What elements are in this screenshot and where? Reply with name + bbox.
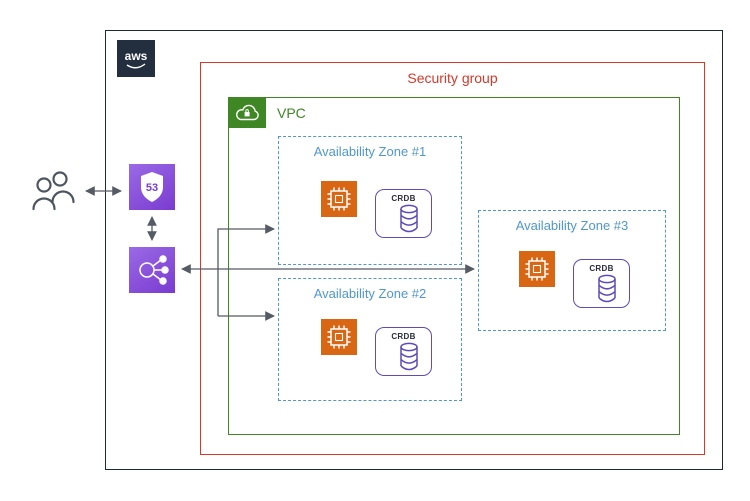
crdb-label: CRDB (589, 264, 614, 273)
aws-cloud-container (105, 30, 723, 470)
security-group-label: Security group (407, 70, 498, 86)
aws-logo-icon: aws (125, 49, 148, 69)
database-cylinder-icon (400, 342, 418, 371)
ec2-chip-icon (327, 325, 351, 349)
vpc-icon (228, 97, 266, 128)
az1-label: Availability Zone #1 (313, 144, 427, 159)
elastic-load-balancer-icon (139, 255, 169, 285)
database-cylinder-icon (400, 204, 418, 233)
lock-body (244, 111, 250, 116)
availability-zone-1: Availability Zone #1 CRDB (278, 136, 462, 265)
route53-badge: 53 (146, 182, 158, 194)
route53-icon: 53 (129, 164, 175, 210)
az2-label: Availability Zone #2 (313, 286, 427, 301)
cloud-shape (236, 104, 259, 120)
availability-zone-3: Availability Zone #3 CRDB (478, 210, 666, 331)
ec2-chip-icon (327, 187, 351, 211)
ec2-icon (321, 181, 357, 217)
crdb-node: CRDB (375, 327, 432, 376)
aws-logo-text: aws (125, 49, 148, 63)
route53-shield-icon: 53 (141, 172, 163, 202)
shield-shape (141, 172, 163, 202)
security-group-box: Security group (200, 62, 705, 455)
crdb-label: CRDB (391, 194, 416, 203)
ec2-chip-icon (525, 257, 549, 281)
users-icon (27, 166, 79, 216)
aws-logo: aws (117, 40, 155, 77)
database-cylinder-icon (598, 274, 616, 303)
load-balancer-icon (129, 247, 175, 293)
aws-smile-icon (126, 63, 146, 69)
crdb-node: CRDB (375, 189, 432, 238)
crdb-label: CRDB (391, 332, 416, 341)
vpc-label: VPC (277, 105, 306, 121)
lock-shackle (245, 108, 249, 112)
vpc-cloud-lock-icon (236, 104, 259, 120)
crdb-node: CRDB (573, 259, 630, 308)
ec2-icon (321, 319, 357, 355)
users-glyph (32, 171, 75, 211)
az3-label: Availability Zone #3 (515, 218, 629, 233)
ec2-icon (519, 251, 555, 287)
availability-zone-2: Availability Zone #2 CRDB (278, 278, 462, 401)
